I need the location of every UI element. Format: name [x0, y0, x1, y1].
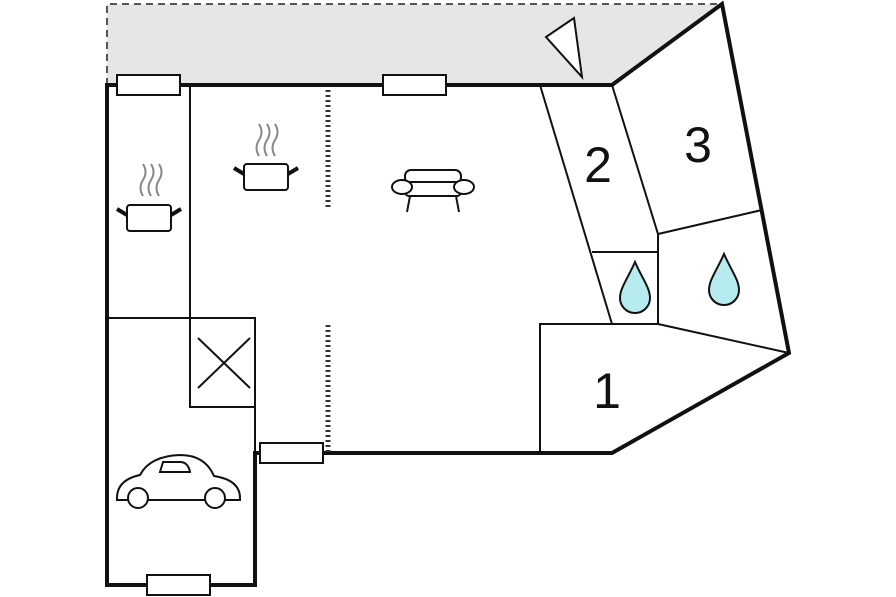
window-entrance: [259, 442, 324, 464]
room-label-3: 3: [684, 117, 712, 173]
water-drop-icon: [707, 251, 741, 306]
terrace-dashed-outline: [106, 3, 722, 85]
north-arrow-icon: [544, 16, 584, 81]
room-label-1: 1: [593, 363, 621, 419]
room-label-2: 2: [584, 137, 612, 193]
window-top-center: [382, 74, 447, 96]
sofa-icon: [391, 169, 475, 213]
interior-walls: [107, 84, 790, 453]
car-icon: [116, 453, 241, 509]
cooking-pot-icon: [115, 163, 183, 232]
window-top-left: [116, 74, 181, 96]
water-drop-icon: [618, 259, 652, 314]
window-garage-bottom: [146, 574, 211, 596]
windows: [116, 74, 447, 596]
cooking-pot-icon: [232, 123, 300, 191]
